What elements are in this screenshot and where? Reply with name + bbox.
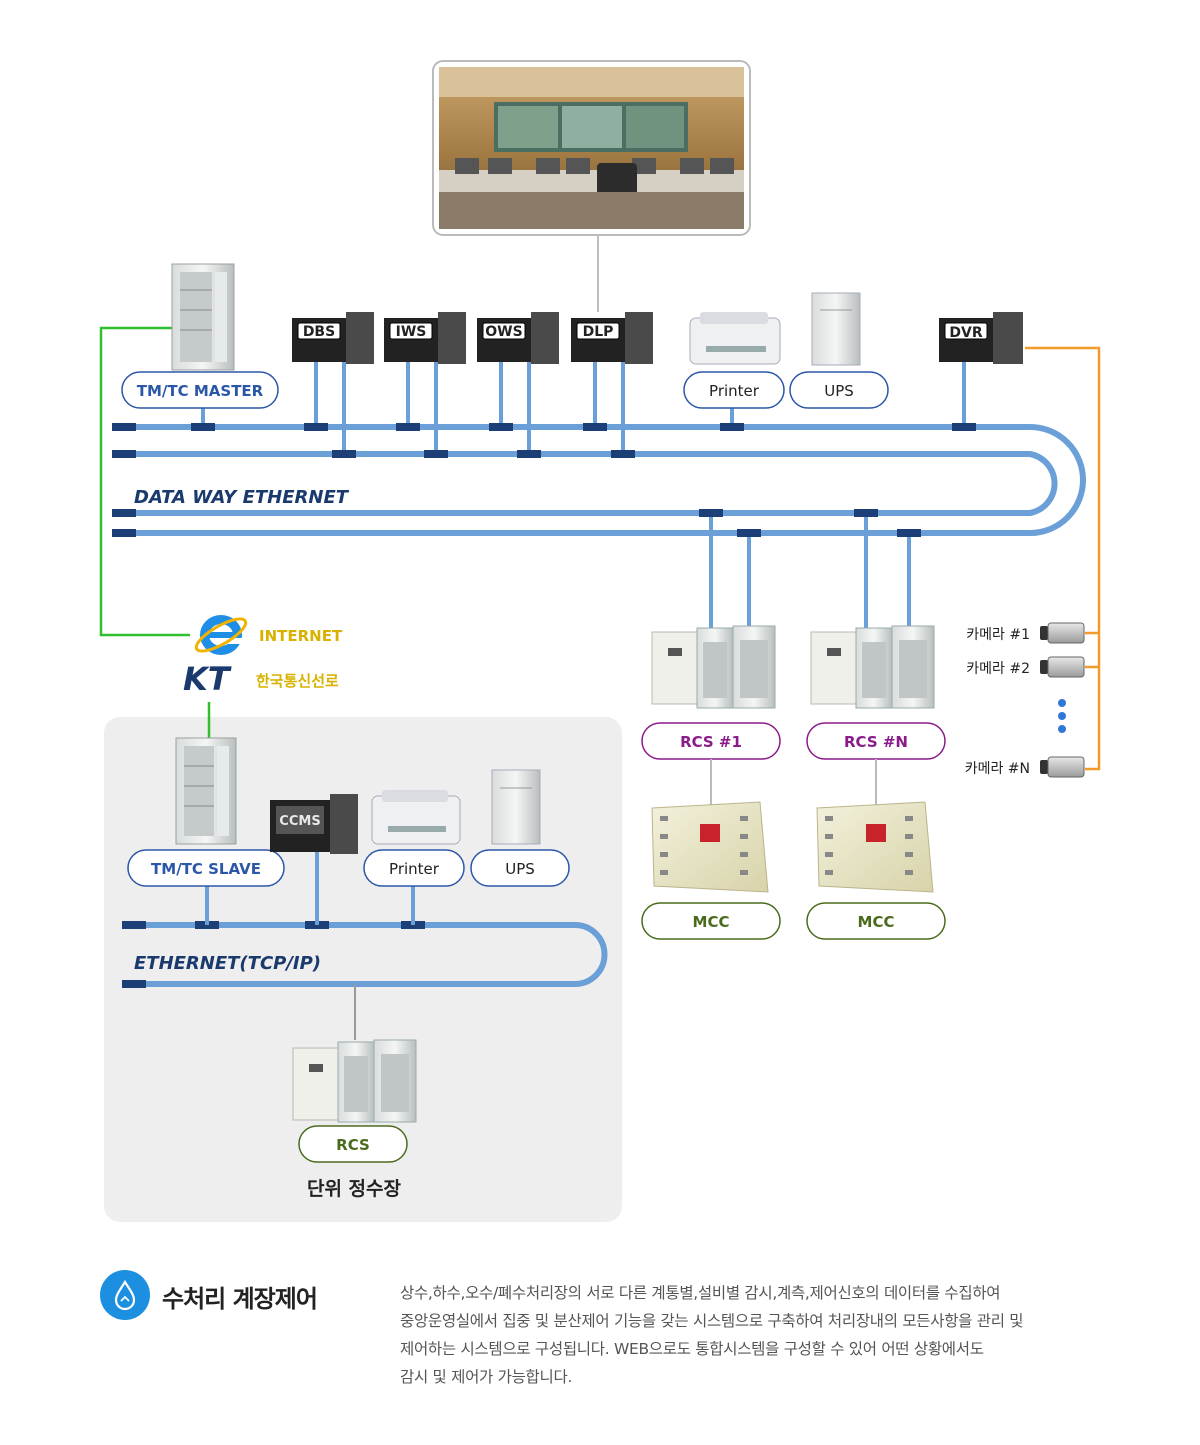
mccn-pill[interactable] [806,902,946,940]
printer-top-label: Printer [709,382,760,400]
tmtc-slave-label: TM/TC SLAVE [151,860,261,878]
data-way-label: DATA WAY ETHERNET [134,487,350,508]
printer-top-icon [689,312,781,365]
mccn-label: MCC [858,913,895,931]
dlp-workstation-icon [571,312,653,364]
water-recycle-icon [100,1270,150,1320]
dbs-workstation-icon [292,312,374,364]
description-body: 상수,하수,오수/폐수처리장의 서로 다른 계통별,설비별 감시,계측,제어신호… [400,1279,1090,1391]
dlp-label: DLP [583,324,614,340]
mccn-panel-icon [816,801,934,893]
internet-explorer-icon [194,615,248,655]
description-line-3: 제어하는 시스템으로 구성됩니다. WEB으로도 통합시스템을 구성할 수 있어… [400,1340,984,1358]
description-title: 수처리 계장제어 [162,1285,318,1313]
description-line-4: 감시 및 제어가 가능합니다. [400,1368,573,1386]
rcs-local-pill[interactable] [298,1125,408,1163]
ups-top-label: UPS [824,382,854,400]
ups-bottom-icon [491,769,541,845]
ccms-workstation-icon [270,794,358,854]
local-ethernet-bus [122,922,608,987]
camera-ellipsis-dots [1058,699,1066,733]
rcsn-label: RCS #N [844,733,908,751]
tmtc-slave-pill[interactable] [127,849,285,887]
camera2-icon [1040,656,1085,678]
rcs1-label: RCS #1 [680,733,742,751]
printer-top-pill[interactable] [683,371,785,409]
printer-bottom-pill[interactable] [363,849,465,887]
mcc1-pill[interactable] [641,902,781,940]
dbs-label: DBS [303,324,335,340]
internet-label: INTERNET [259,627,343,645]
tmtc-master-server-icon [171,263,235,371]
tmtc-master-label: TM/TC MASTER [137,382,264,400]
cameran-icon [1040,756,1085,778]
description-section: 수처리 계장제어 상수,하수,오수/폐수처리장의 서로 다른 계통별,설비별 감… [100,1265,1100,1395]
ups-bottom-label: UPS [505,860,535,878]
rcs1-cabinet-icon [651,625,776,709]
camera-link-line [1025,346,1101,771]
rcsn-cabinet-icon [810,625,935,709]
data-way-bus [112,424,1086,536]
ethernet-label: ETHERNET(TCP/IP) [134,953,321,974]
ups-top-icon [811,292,861,366]
camera1-icon [1040,622,1085,644]
ccms-label: CCMS [279,814,320,829]
mcc1-panel-icon [651,801,769,893]
control-room-photo [432,60,751,236]
iws-workstation-icon [384,312,466,364]
iws-label: IWS [396,324,427,340]
ows-workstation-icon [477,312,559,364]
bus-end-connectors [112,423,136,537]
tmtc-slave-server-icon [175,737,237,845]
internet-link-line [99,326,190,637]
camera1-label: 카메라 #1 [966,627,1030,643]
ups-bottom-pill[interactable] [470,849,570,887]
dvr-workstation-icon [939,312,1023,364]
ows-label: OWS [485,324,522,340]
description-line-2: 중앙운영실에서 집중 및 분산제어 기능을 갖는 시스템으로 구축하여 처리장내… [400,1312,1024,1330]
kt-line-label: 한국통신선로 [256,672,339,690]
ups-top-pill[interactable] [789,371,889,409]
dvr-label: DVR [949,325,982,341]
printer-bottom-icon [371,790,461,845]
local-drop-lines [205,852,415,925]
kt-logo: KT [183,660,232,698]
camera2-label: 카메라 #2 [966,661,1030,677]
printer-bottom-label: Printer [389,860,440,878]
tmtc-master-pill[interactable] [121,371,279,409]
top-drop-lines [201,362,966,632]
rcs-local-label: RCS [336,1136,370,1154]
cameran-label: 카메라 #N [965,761,1030,777]
mcc1-label: MCC [693,913,730,931]
description-line-1: 상수,하수,오수/폐수처리장의 서로 다른 계통별,설비별 감시,계측,제어신호… [400,1284,1001,1302]
rcs-local-cabinet-icon [292,1039,417,1123]
tap-connectors [191,423,976,537]
unit-plant-label: 단위 정수장 [307,1178,402,1200]
